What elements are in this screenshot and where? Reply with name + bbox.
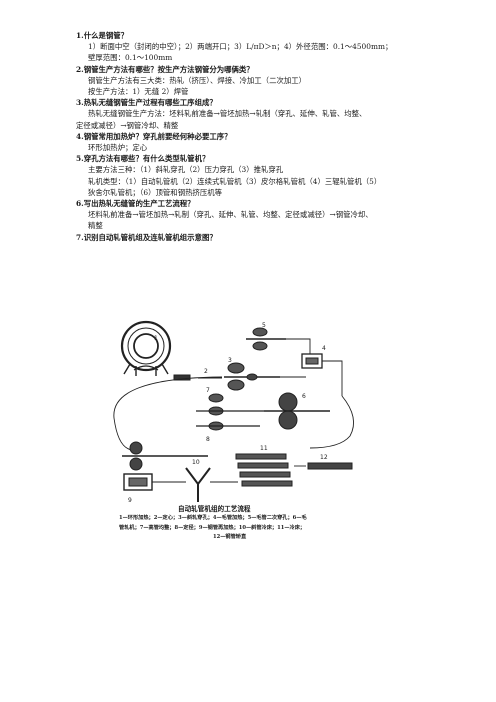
label-8: 8 (206, 436, 210, 443)
ring-furnace-icon (120, 320, 172, 376)
question-6: 6.写出热轧无缝管的生产工艺流程？ (76, 199, 195, 209)
question-1: 1.什么是钢管？ (76, 31, 129, 40)
answer-line: 环形加热炉；定心 (88, 143, 148, 153)
label-10: 10 (192, 459, 200, 466)
straightener-icon (307, 462, 353, 470)
question-5: 5.穿孔方法有哪些？有什么类型轧管机？ (76, 154, 210, 164)
figure-caption: 自动轧管机组的工艺流程 (178, 505, 251, 513)
document-body: 1.什么是钢管？ 1）断面中空（封闭的中空）；2）两端开口；3）L/πD＞n；4… (76, 30, 432, 243)
legend-line: 管轧机；7—高管均整；8—定径；9—钢管再加热；10—斜管冷床；11—冷床； (119, 524, 306, 531)
answer-line: 主要方法三种：（1）斜轧穿孔（2）压力穿孔（3）推轧穿孔 (88, 165, 284, 175)
answer-line: 按生产方法：1）无缝 2）焊管 (88, 87, 189, 97)
answer-line: 1）断面中空（封闭的中空）；2）两端开口；3）L/πD＞n；4）外径范围：0.1… (88, 42, 393, 52)
piercing-mill-icon (224, 362, 280, 391)
cooling-bed-icon (235, 453, 293, 487)
plug-mill-icon (264, 392, 330, 430)
question-3: 3.热轧无缝钢管生产过程有哪些工序组成？ (76, 98, 217, 108)
answer-line: 轧机类型：（1）自动轧管机（2）连续式轧管机（3）皮尔格轧管机（4）三辊轧管机（… (88, 176, 382, 186)
label-4: 4 (322, 345, 326, 352)
question-4: 4.钢管常用加热炉？穿孔前要经何种必要工序？ (76, 131, 232, 141)
label-5: 5 (262, 322, 266, 329)
sizing-mill-icon (122, 441, 208, 471)
centering-billet-icon (173, 374, 222, 381)
label-3: 3 (228, 357, 232, 364)
label-1: 1 (154, 335, 158, 342)
figure-legend: 1—环形加热；2—定心；3—斜轧穿孔；4—毛管加热；5—毛管二次穿孔；6—毛 管… (119, 514, 375, 543)
question-2: 2.钢管生产方法有哪些？按生产方法钢管分为哪俩类？ (76, 64, 254, 74)
answer-line: 狄舍尔轧管机；（6）顶管和钢热挤压机等 (88, 187, 223, 197)
reheat-furnace-icon (123, 473, 153, 491)
legend-line: 1—环形加热；2—定心；3—斜轧穿孔；4—毛管加热；5—毛管二次穿孔；6—毛 (119, 515, 307, 521)
label-6: 6 (302, 393, 306, 400)
second-piercing-icon (246, 327, 286, 351)
answer-line: 精整 (88, 221, 103, 231)
answer-line: 钢管生产方法有三大类：热轧（挤压）、焊接、冷加工（二次加工） (88, 75, 307, 85)
label-2: 2 (204, 368, 208, 375)
label-9: 9 (128, 497, 132, 504)
reheating-box-icon (301, 353, 323, 369)
answer-line: 坯料轧前准备→管坯加热→轧制（穿孔、延伸、轧管、均整、定径或减径）→钢管冷却、 (88, 210, 373, 220)
question-7: 7.识别自动轧管机组及连轧管机组示意图？ (76, 232, 217, 242)
label-7: 7 (206, 387, 210, 394)
answer-line: 热轧无缝钢管生产方法：坯料轧前准备→管坯加热→轧制（穿孔、延伸、轧管、均整、 (88, 109, 367, 119)
label-11: 11 (260, 445, 268, 452)
label-12: 12 (320, 454, 328, 461)
legend-line: 12—钢管矫直 (213, 534, 247, 541)
answer-line: 定径或减径）→钢管冷却、精整 (76, 120, 179, 130)
rolling-mill-process-diagram: 1 2 3 4 5 6 7 8 9 10 11 12 (113, 320, 355, 504)
reducing-mill-icon (185, 467, 211, 502)
reeler-icon (196, 393, 264, 431)
answer-line: 壁厚范围：0.1～100mm (88, 53, 173, 63)
